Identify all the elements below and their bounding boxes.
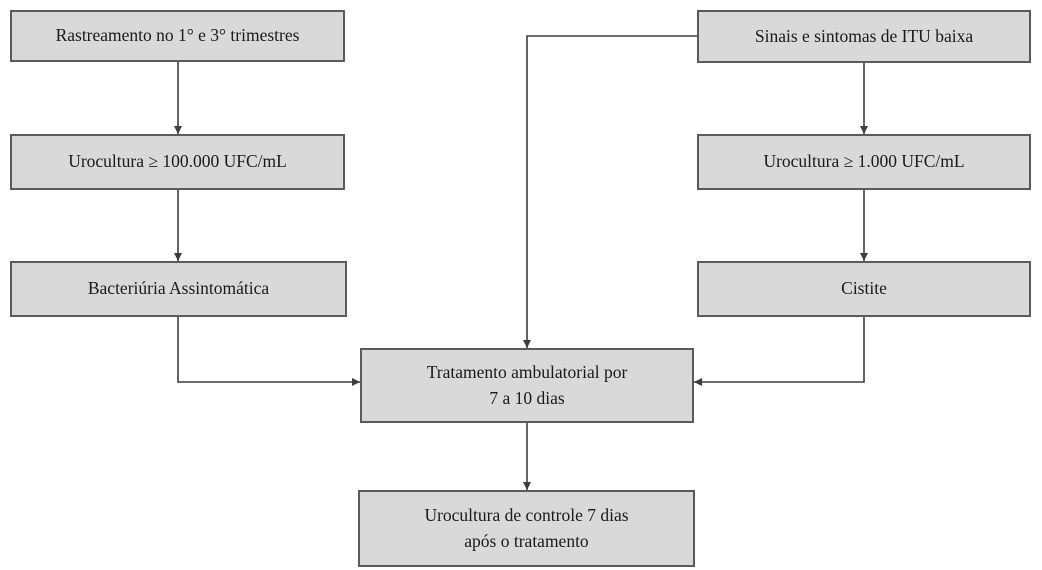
flow-box-asymptomatic-bacteriuria-label: Bacteriúria Assintomática <box>87 278 270 299</box>
flow-box-cystitis-label: Cistite <box>841 278 887 299</box>
flow-box-uroculture-100k: Urocultura ≥ 100.000 UFC/mL <box>10 134 345 190</box>
flow-box-lower-uti-signs-label: Sinais e sintomas de ITU baixa <box>754 25 974 46</box>
connector-bacteriuria-to-treatment <box>177 317 360 386</box>
connector-uti-signs-to-treatment <box>523 35 697 348</box>
flow-box-screening: Rastreamento no 1° e 3° trimestres <box>10 10 345 62</box>
flow-box-asymptomatic-bacteriuria: Bacteriúria Assintomática <box>10 261 347 317</box>
flow-box-control-uroculture-label: Urocultura de controle 7 dias após o tra… <box>424 505 629 551</box>
flow-box-control-uroculture: Urocultura de controle 7 dias após o tra… <box>358 490 695 567</box>
flow-box-uroculture-100k-label: Urocultura ≥ 100.000 UFC/mL <box>68 151 287 172</box>
connector-cystitis-to-treatment <box>694 317 865 386</box>
flow-box-uroculture-1k-label: Urocultura ≥ 1.000 UFC/mL <box>763 151 965 172</box>
flow-box-outpatient-treatment-label: Tratamento ambulatorial por 7 a 10 dias <box>426 362 628 408</box>
flow-box-lower-uti-signs: Sinais e sintomas de ITU baixa <box>697 10 1031 63</box>
flow-box-uroculture-1k: Urocultura ≥ 1.000 UFC/mL <box>697 134 1031 190</box>
flow-box-screening-label: Rastreamento no 1° e 3° trimestres <box>55 25 300 46</box>
flow-box-cystitis: Cistite <box>697 261 1031 317</box>
flow-box-outpatient-treatment: Tratamento ambulatorial por 7 a 10 dias <box>360 348 694 423</box>
